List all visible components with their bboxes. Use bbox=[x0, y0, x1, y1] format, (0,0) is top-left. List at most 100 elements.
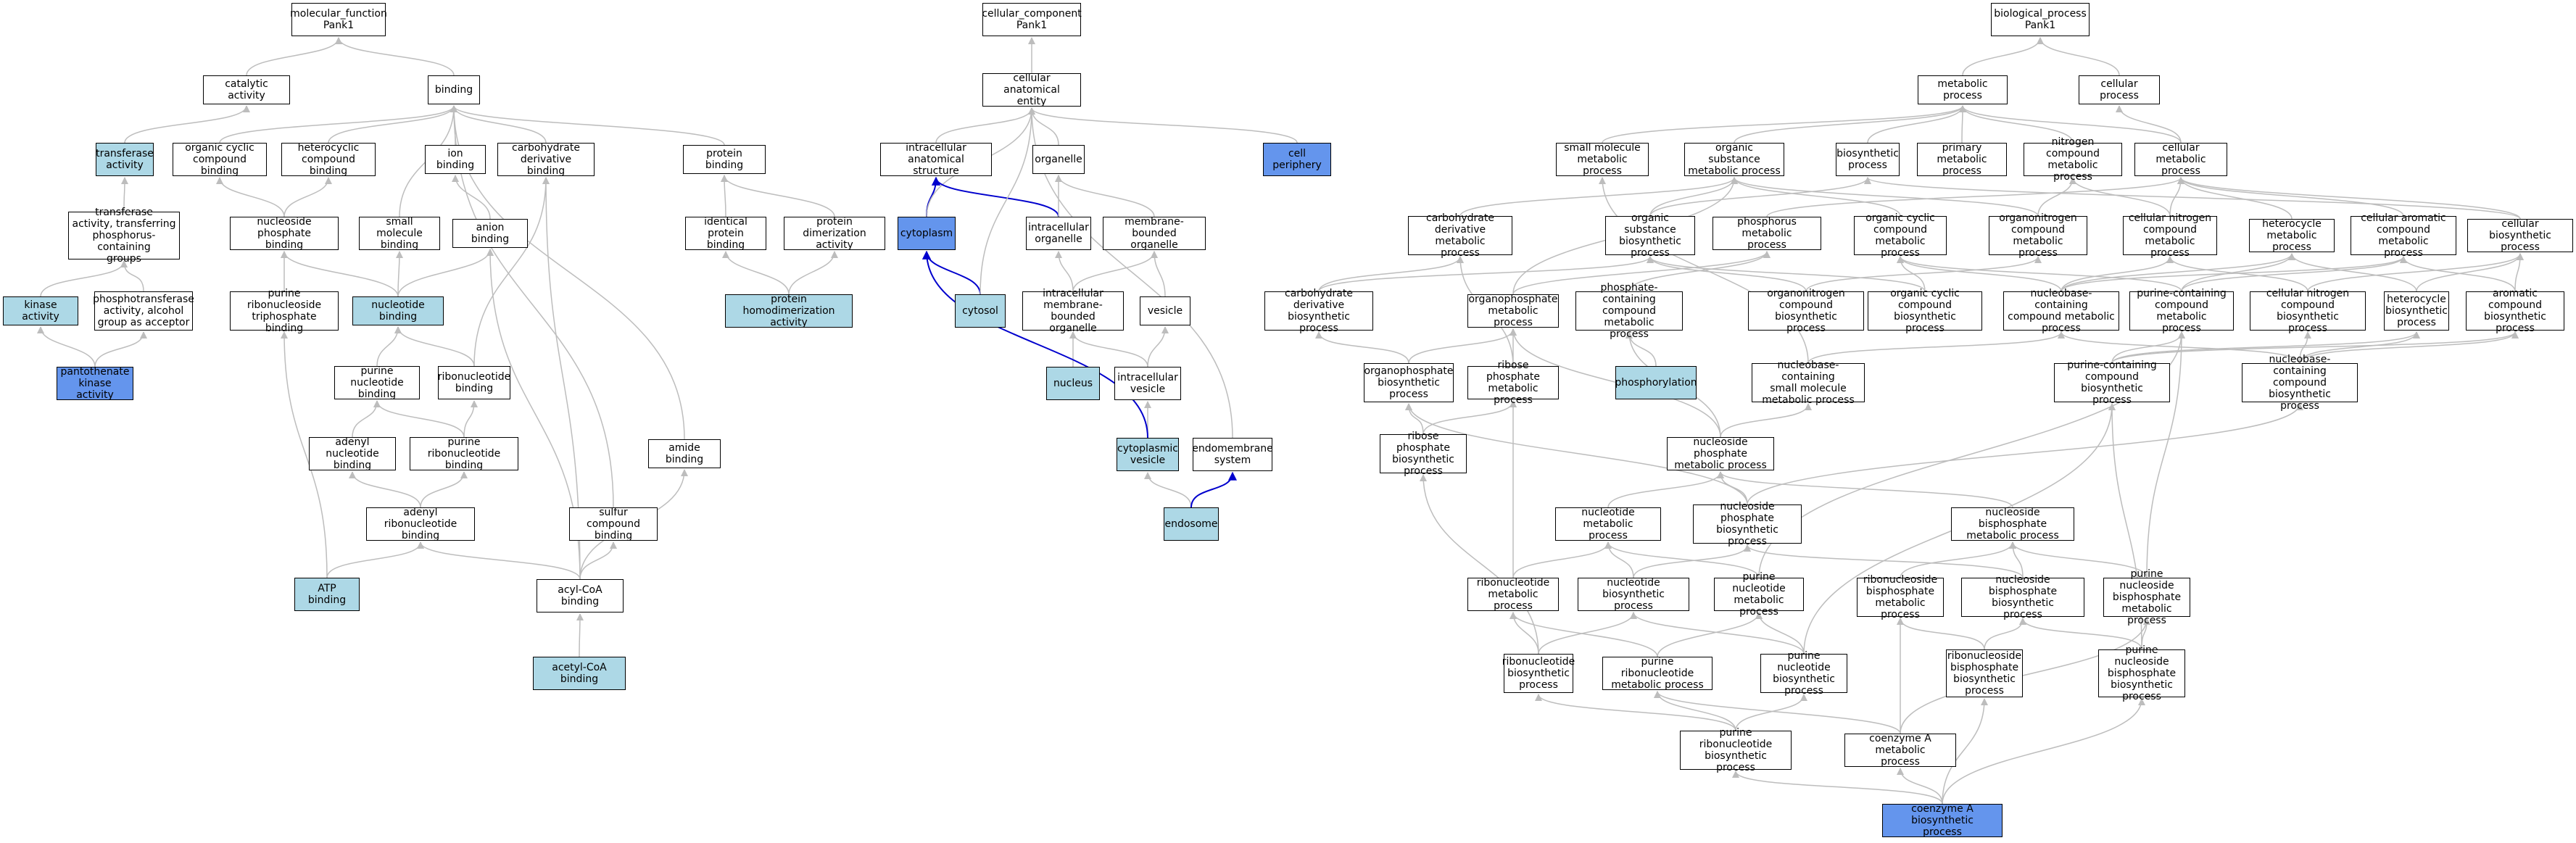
node-transferase-phosphorus-groups: transferase activity, transferring phosp… bbox=[68, 207, 180, 265]
node-transferase-activity: transferase activity bbox=[96, 143, 154, 176]
edge-ribonucleoside_bisp_bio-to-ribonucleoside_bisp_met bbox=[1897, 618, 1985, 650]
edge-atp_binding-to-purine_rnts_binding bbox=[281, 331, 328, 578]
node-carbohydrate-derivative-metabolic-process: carbohydrate derivative metabolic proces… bbox=[1408, 212, 1512, 259]
node-ribonucleoside-bisphosphate-biosynthetic-process: ribonucleoside bisphosphate biosynthetic… bbox=[1946, 649, 2023, 697]
edge-nucleobase_small_met-to-nucleobase_met bbox=[1807, 331, 2065, 364]
edge-catalytic-to-mf_root bbox=[246, 37, 342, 76]
edge-nucleobase_met-to-cell_aromatic_met bbox=[2061, 256, 2407, 292]
edge-cell_bio-to-biosynthetic bbox=[1864, 177, 2521, 220]
edge-ribonucleotide_bio-to-nucleotide_bio bbox=[1538, 612, 1637, 655]
node-nitrogen-compound-metabolic-process: nitrogen compound metabolic process bbox=[2024, 136, 2122, 183]
edge-anion_binding-to-ion_binding bbox=[452, 175, 491, 220]
node-small-molecule-metabolic-process: small molecule metabolic process bbox=[1556, 142, 1649, 177]
edge-cellular_process-to-bp_root bbox=[2037, 37, 2120, 76]
node-vesicle: vesicle bbox=[1140, 296, 1190, 325]
edge-sulfur_binding-to-binding bbox=[450, 105, 614, 508]
edge-purine_cont_met-to-cell_aromatic_met bbox=[2181, 256, 2407, 292]
edge-ribonucleoside_bisp_met-to-nucleoside_bisp_met bbox=[1900, 541, 2016, 578]
edge-nucleobase_bio-to-aromatic_bio bbox=[2299, 331, 2519, 364]
node-nucleobase-containing-compound-metabolic-process: nucleobase-containing compound metabolic… bbox=[2003, 288, 2119, 334]
node-biological-process-root: biological_process Pank1 bbox=[1991, 3, 2090, 36]
edge-purine_nt_bio-to-purine_nt_met bbox=[1755, 612, 1805, 655]
edge-heterocyclic_binding-to-binding bbox=[328, 105, 457, 144]
edge-carb_deriv_met-to-org_subst_met bbox=[1459, 177, 1738, 217]
edge-ribonucleoside_bisp_bio-to-nucleoside_bisp_bio bbox=[1984, 618, 2026, 650]
edge-nucleotide_binding-to-small_mol_binding bbox=[395, 251, 403, 297]
edge-intracell_vesicle-to-vesicle bbox=[1147, 326, 1169, 367]
node-nucleus: nucleus bbox=[1046, 367, 1100, 400]
node-metabolic-process: metabolic process bbox=[1918, 75, 2008, 104]
edge-nucleobase_met-to-org_cyclic_met bbox=[1897, 256, 2062, 292]
edge-nucleobase_bio-to-nucleobase_met bbox=[2058, 331, 2300, 364]
edge-endosome-to-endomembrane bbox=[1190, 471, 1237, 508]
edge-organonitrogen_bio-to-organonitrogen_met bbox=[1805, 256, 2042, 292]
edge-cell_n_bio-to-cell_bio bbox=[2307, 253, 2524, 292]
node-heterocycle-metabolic-process: heterocycle metabolic process bbox=[2249, 218, 2335, 253]
edge-n_compound_met-to-metabolic bbox=[1959, 105, 2074, 144]
edge-binding-to-mf_root bbox=[335, 37, 455, 76]
edge-organonitrogen_met-to-org_subst_met bbox=[1731, 177, 2039, 217]
edge-purine_cont_bio-to-purine_cont_met bbox=[2111, 331, 2185, 364]
edge-org_subst_met-to-metabolic bbox=[1734, 105, 1966, 144]
edge-adenyl_rnt_binding-to-adenyl_nt_binding bbox=[349, 471, 421, 508]
node-ion-binding: ion binding bbox=[425, 145, 486, 174]
node-cellular-process: cellular process bbox=[2079, 75, 2160, 104]
edge-purine_rnt_bio-to-purine_nt_bio bbox=[1735, 694, 1807, 731]
node-acyl-coa-binding: acyl-CoA binding bbox=[537, 579, 624, 612]
edge-acylcoa_binding-to-sulfur_binding bbox=[579, 541, 617, 580]
node-ribose-phosphate-biosynthetic-process: ribose phosphate biosynthetic process bbox=[1380, 431, 1467, 477]
edge-cytoplasmic_vesicle-to-cytoplasm bbox=[922, 250, 1148, 439]
edge-aromatic_bio-to-cell_bio bbox=[2514, 253, 2524, 292]
node-biosynthetic-process: biosynthetic process bbox=[1836, 143, 1900, 176]
edge-coa_bio-to-purine_rnt_bio bbox=[1732, 771, 1943, 805]
node-protein-homodimerization-activity: protein homodimerization activity bbox=[725, 294, 853, 328]
edge-organonitrogen_met-to-n_compound_met bbox=[2037, 177, 2076, 217]
edge-coa_bio-to-ribonucleoside_bisp_bio bbox=[1942, 698, 1988, 805]
node-purine-ribonucleotide-metabolic-process: purine ribonucleotide metabolic process bbox=[1602, 656, 1712, 691]
edge-protein_homodimer-to-protein_dimer bbox=[788, 251, 838, 295]
edge-purine_rnt_bio-to-ribonucleotide_bio bbox=[1535, 694, 1736, 731]
node-organonitrogen-compound-biosynthetic-process: organonitrogen compound biosynthetic pro… bbox=[1748, 288, 1864, 334]
edge-biosynthetic-to-metabolic bbox=[1867, 105, 1966, 144]
edge-nucleoside_p_binding-to-org_cyclic_binding bbox=[216, 177, 285, 217]
edge-purine_cont_bio-to-aromatic_bio bbox=[2111, 331, 2519, 364]
edge-organophosphate_met-to-phosphorus_met bbox=[1512, 251, 1771, 295]
edge-purine_rnt_bio-to-purine_rnt_met bbox=[1654, 691, 1736, 731]
edge-membrane_organelle-to-organelle bbox=[1055, 175, 1155, 217]
node-purine-ribonucleotide-binding: purine ribonucleotide binding bbox=[410, 436, 518, 471]
node-small-molecule-binding: small molecule binding bbox=[359, 216, 440, 251]
edge-intracell_organelle-to-intracell_anat bbox=[932, 176, 1059, 217]
node-intracellular-organelle: intracellular organelle bbox=[1026, 217, 1091, 250]
edge-organelle-to-cell_anat bbox=[1028, 107, 1059, 146]
node-carbohydrate-derivative-binding: carbohydrate derivative binding bbox=[497, 142, 595, 177]
node-cellular-anatomical-entity: cellular anatomical entity bbox=[982, 72, 1081, 107]
node-cytoplasmic-vesicle: cytoplasmic vesicle bbox=[1117, 438, 1179, 471]
edge-transferase_p-to-transferase bbox=[120, 177, 128, 212]
edge-cellular_met-to-cellular_process bbox=[2116, 105, 2182, 144]
edge-cytosol-to-cell_anat bbox=[980, 107, 1035, 295]
node-purine-ribonucleotide-biosynthetic-process: purine ribonucleotide biosynthetic proce… bbox=[1680, 727, 1792, 773]
node-kinase-activity: kinase activity bbox=[3, 296, 78, 325]
node-aromatic-compound-biosynthetic-process: aromatic compound biosynthetic process bbox=[2466, 288, 2564, 334]
edge-primary_met-to-metabolic bbox=[1958, 105, 1966, 144]
edge-phosphotransferase-to-transferase_p bbox=[120, 260, 144, 292]
edge-acylcoa_binding-to-anion_binding bbox=[486, 249, 581, 580]
node-coenzyme-a-biosynthetic-process: coenzyme A biosynthetic process bbox=[1882, 803, 2003, 838]
node-intracellular-anatomical-structure: intracellular anatomical structure bbox=[880, 142, 992, 177]
node-organic-cyclic-compound-biosynthetic-process: organic cyclic compound biosynthetic pro… bbox=[1868, 288, 1982, 334]
edge-org_subst_bio-to-biosynthetic bbox=[1649, 177, 1871, 217]
edge-organophosphate_bio-to-carb_deriv_bio bbox=[1315, 331, 1409, 364]
node-sulfur-compound-binding: sulfur compound binding bbox=[569, 507, 658, 541]
node-organic-substance-metabolic-process: organic substance metabolic process bbox=[1684, 142, 1784, 177]
edge-carb_deriv_bio-to-carb_deriv_met bbox=[1318, 256, 1464, 292]
node-intracellular-membrane-bounded-organelle: intracellular membrane-bounded organelle bbox=[1022, 288, 1124, 334]
edge-coa_met-to-purine_rnt_met bbox=[1654, 691, 1901, 734]
node-cellular-metabolic-process: cellular metabolic process bbox=[2134, 142, 2227, 177]
node-nucleoside-phosphate-biosynthetic-process: nucleoside phosphate biosynthetic proces… bbox=[1693, 501, 1802, 547]
edge-nucleobase_met-to-cell_n_met bbox=[2061, 256, 2174, 292]
edge-ribonucleotide_bio-to-ribose_p_bio bbox=[1420, 474, 1539, 655]
node-organophosphate-metabolic-process: organophosphate metabolic process bbox=[1467, 294, 1559, 328]
edge-nucleotide_bio-to-nucleoside_p_bio bbox=[1633, 544, 1751, 578]
